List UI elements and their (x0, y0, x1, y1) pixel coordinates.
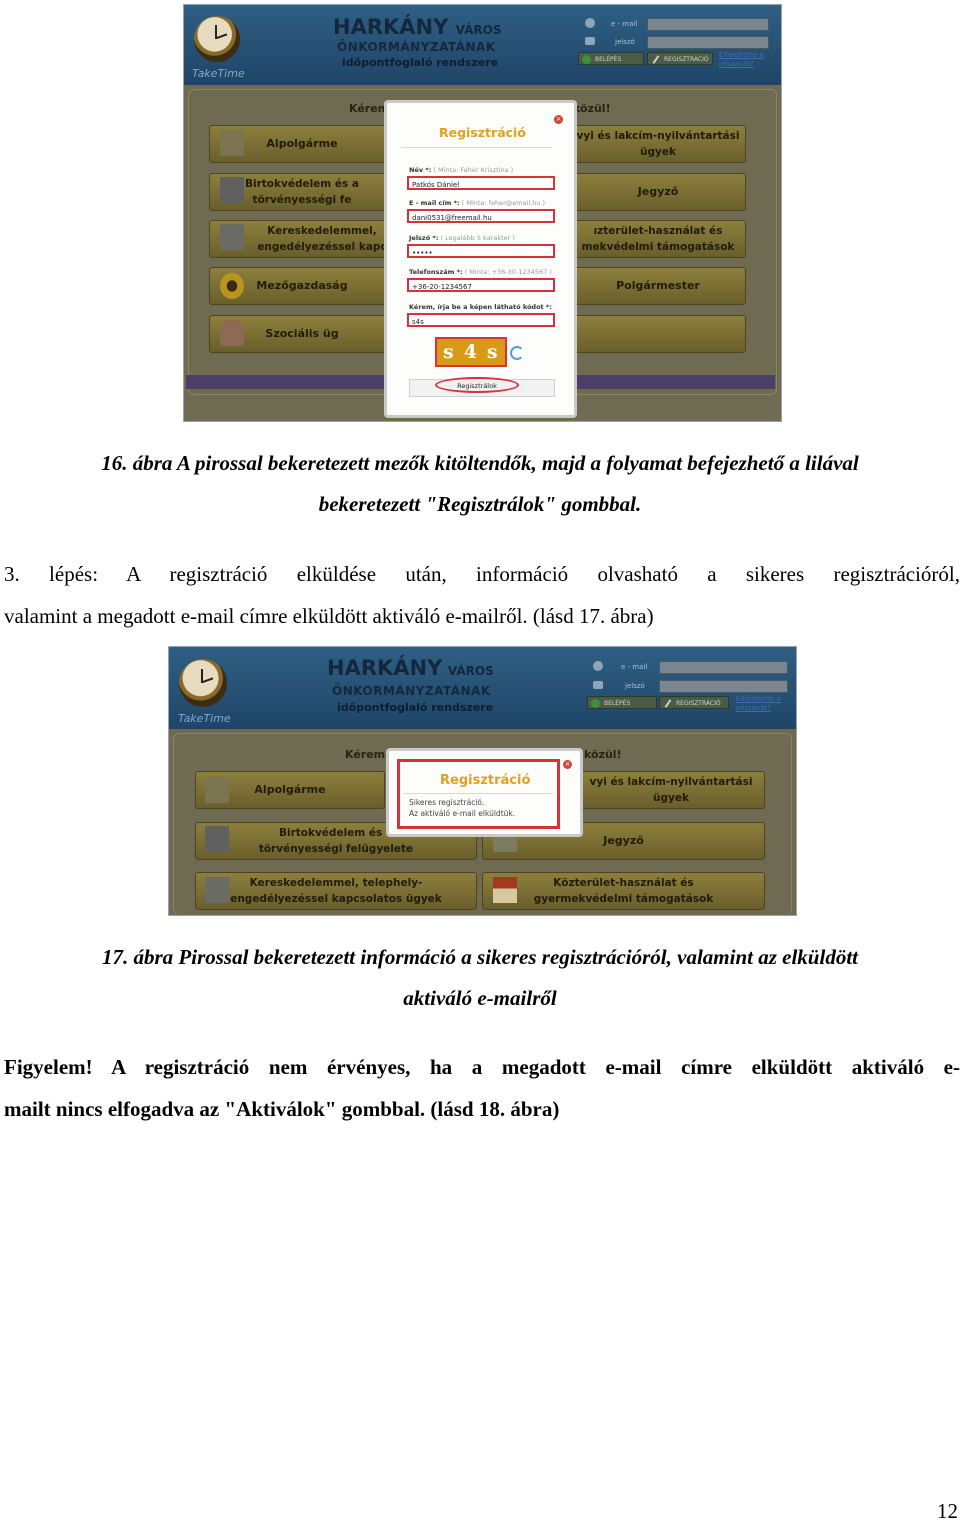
email-icon (585, 18, 595, 28)
email-input[interactable] (647, 18, 769, 31)
success-message: Sikeres regisztráció. (409, 798, 485, 807)
brand-title: HARKÁNY VÁROS (333, 15, 502, 39)
password-field-label: Jelszó *: ( Legalább 5 karakter ) (409, 234, 515, 242)
success-info-frame (397, 759, 560, 829)
people-icon (220, 320, 244, 346)
phone-field-label: Telefonszám *: ( Minta: +36-30-1234567 ) (409, 268, 552, 276)
forgot-password-link[interactable]: Elfelejtette a jelszavát? (736, 695, 781, 712)
pen-icon (664, 699, 672, 708)
login-button[interactable]: BELÉPÉS (587, 696, 657, 709)
password-field[interactable]: ••••• (407, 244, 555, 258)
brand-subtitle: ÖNKORMÁNYZATÁNAK (332, 684, 491, 698)
email-field-label: E - mail cím *: ( Minta: feher@email.hu … (409, 199, 546, 207)
menu-button-polgarmester[interactable]: Polgármester (570, 267, 746, 305)
activation-message: Az aktiváló e-mail elküldtük. (409, 809, 516, 818)
document-icon (205, 777, 229, 803)
name-label: Név *: ( Minta: Fehér Krisztina ) (409, 166, 514, 174)
brand-system: időpontfoglaló rendszere (337, 701, 494, 714)
email-icon (593, 661, 603, 671)
step3-paragraph: 3. lépés: A regisztráció elküldése után,… (4, 562, 960, 628)
cabinet-icon (205, 826, 229, 852)
captcha-image: s4s (435, 337, 507, 367)
captcha-label: Kérem, írja be a képen látható kódot *: (409, 303, 552, 311)
building-icon (220, 224, 244, 250)
menu-button-lakcim[interactable]: vyi és lakcím-nyilvántartási ügyek (577, 771, 765, 809)
site-header: TakeTime HARKÁNY VÁROS ÖNKORMÁNYZATÁNAK … (169, 647, 796, 729)
taketime-logo-text: TakeTime (178, 712, 231, 725)
password-input[interactable] (659, 680, 788, 693)
brand-system: időpontfoglaló rendszere (342, 56, 499, 69)
register-submit-button[interactable]: Regisztrálok (435, 377, 519, 393)
prompt-left: Kérem (345, 748, 386, 761)
menu-button-mezogazdasag[interactable]: Mezőgazdaság (209, 267, 395, 305)
password-input[interactable] (647, 36, 769, 49)
brand-title: HARKÁNY VÁROS (327, 656, 494, 680)
figure-caption-17: 17. ábra Pirossal bekeretezett informáci… (102, 945, 858, 1010)
brand-subtitle: ÖNKORMÁNYZATÁNAK (337, 40, 496, 54)
forgot-password-link[interactable]: Elfelejtette a jelszavát? (719, 51, 764, 68)
screenshot-registration-form: TakeTime HARKÁNY VÁROS ÖNKORMÁNYZATÁNAK … (183, 4, 782, 422)
email-label: e - mail (611, 20, 638, 28)
register-button[interactable]: REGISZTRÁCIÓ (647, 52, 713, 65)
menu-button-birtokvedelem[interactable]: Birtokvédelem és a törvényességi fe (209, 173, 395, 211)
name-input[interactable]: Patkós Dániel (407, 176, 555, 190)
menu-button-kereskedelem[interactable]: Kereskedelemmel, telephely- engedélyezés… (195, 872, 477, 910)
pen-icon (652, 55, 660, 64)
taketime-logo-text: TakeTime (192, 67, 245, 80)
clock-logo-icon (179, 659, 227, 707)
arrow-icon (582, 55, 591, 64)
key-icon (593, 681, 603, 689)
menu-button-jegyzo[interactable]: Jegyző (570, 173, 746, 211)
document-icon (220, 130, 244, 156)
menu-button-kozterulet[interactable]: ızterület-használat és mekvédelmi támoga… (570, 220, 746, 258)
close-icon[interactable]: × (563, 760, 572, 769)
registration-modal: Regisztráció × Név *: ( Minta: Fehér Kri… (384, 100, 577, 418)
email-field[interactable]: dani0531@freemail.hu (407, 209, 555, 223)
close-icon[interactable]: × (554, 115, 563, 124)
sunflower-icon (220, 273, 244, 299)
arrow-icon (591, 699, 600, 708)
login-button[interactable]: BELÉPÉS (578, 52, 644, 65)
cabinet-icon (220, 177, 244, 203)
register-button[interactable]: REGISZTRÁCIÓ (659, 696, 729, 709)
clock-logo-icon (194, 16, 240, 62)
email-label: e - mail (621, 663, 648, 671)
captcha-input[interactable]: s4s (407, 313, 555, 327)
page-content: Kérem közül! Alpolgárme Birtokvédelem és… (169, 729, 796, 915)
email-input[interactable] (659, 661, 788, 674)
modal-title: Regisztráció (439, 125, 526, 140)
password-label: jelszó (625, 682, 645, 690)
key-icon (585, 37, 595, 45)
site-header: TakeTime HARKÁNY VÁROS ÖNKORMÁNYZATÁNAK … (184, 5, 781, 85)
warning-paragraph: Figyelem! A regisztráció nem érvényes, h… (4, 1055, 960, 1121)
menu-button-empty[interactable] (570, 315, 746, 353)
prompt-right: közül! (573, 102, 611, 115)
figure-caption-16: 16. ábra A pirossal bekeretezett mezők k… (101, 451, 859, 516)
house-icon (493, 877, 517, 903)
refresh-icon[interactable] (510, 346, 524, 360)
menu-button-lakcim[interactable]: vyi és lakcím-nyilvántartási ügyek (570, 125, 746, 163)
prompt-left: Kérem (349, 102, 390, 115)
menu-button-kozterulet[interactable]: Közterület-használat és gyermekvédelmi t… (482, 872, 765, 910)
password-label: jelszó (615, 38, 635, 46)
success-modal: Regisztráció × Sikeres regisztráció. Az … (386, 748, 583, 837)
building-icon (205, 877, 229, 903)
prompt-right: közül! (584, 748, 622, 761)
screenshot-registration-success: TakeTime HARKÁNY VÁROS ÖNKORMÁNYZATÁNAK … (168, 646, 797, 916)
modal-title: Regisztráció (440, 773, 531, 788)
page-number: 12 (937, 1499, 958, 1523)
phone-field[interactable]: +36-20-1234567 (407, 278, 555, 292)
